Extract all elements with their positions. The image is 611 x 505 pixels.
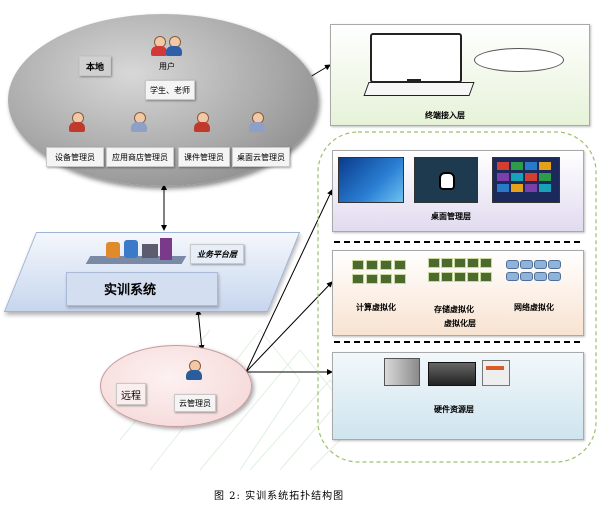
- monitor-icon: [370, 33, 462, 83]
- storage-virtualization-icon: [428, 258, 492, 290]
- compute-virtualization-icon: [352, 260, 412, 290]
- users-icon: [150, 36, 184, 60]
- server-stack-icon: [85, 238, 187, 268]
- storage-virtualization-label: 存储虚拟化: [434, 305, 474, 314]
- platform-layer-box: 业务平台层: [190, 244, 244, 264]
- separator-1: [334, 241, 580, 243]
- monitor-stand: [407, 79, 421, 84]
- students-box: 学生、老师: [145, 80, 195, 100]
- training-system-label: 实训系统: [104, 283, 157, 298]
- separator-2: [334, 341, 580, 343]
- remote-cluster-ellipse: [100, 345, 252, 427]
- remote-label: 远程: [121, 390, 141, 402]
- network-hub-icon: [474, 48, 564, 72]
- figure-caption: 图 2: 实训系统拓扑结构图: [214, 491, 345, 502]
- desktop-layer-label: 桌面管理层: [431, 212, 471, 221]
- admin-appstore-box: 应用商店管理员: [106, 147, 174, 167]
- admin-desktopcloud-box: 桌面云管理员: [232, 147, 290, 167]
- compute-virtualization-label: 计算虚拟化: [356, 303, 396, 312]
- admin-appstore-label: 应用商店管理员: [112, 152, 168, 162]
- admin-device-label: 设备管理员: [55, 152, 95, 162]
- terminal-layer-label: 终端接入层: [425, 111, 465, 120]
- keyboard-icon: [363, 82, 475, 96]
- storage-array-stripe: [486, 366, 504, 370]
- cloud-admin-box: 云管理员: [174, 394, 216, 412]
- blade-server-icon: [428, 362, 476, 386]
- local-label-box: 本地: [79, 56, 111, 76]
- cloud-admin-icon: [185, 360, 203, 380]
- admin-device-icon: [68, 112, 86, 132]
- students-label: 学生、老师: [150, 85, 190, 95]
- linux-penguin-icon: [439, 172, 455, 190]
- desktop-screen-vista: [338, 157, 404, 203]
- training-system-front: [66, 272, 218, 306]
- user-label: 用户: [159, 62, 175, 71]
- network-virtualization-icon: [506, 260, 562, 290]
- admin-courseware-icon: [193, 112, 211, 132]
- network-virtualization-label: 网络虚拟化: [514, 303, 554, 312]
- admin-desktopcloud-label: 桌面云管理员: [237, 152, 285, 162]
- cloud-admin-label: 云管理员: [179, 398, 211, 408]
- virtualization-layer-label: 虚拟化层: [444, 319, 476, 328]
- hardware-layer-label: 硬件资源层: [434, 405, 474, 414]
- admin-desktopcloud-icon: [248, 112, 266, 132]
- remote-label-box: 远程: [116, 383, 146, 405]
- admin-appstore-icon: [130, 112, 148, 132]
- local-label: 本地: [85, 62, 104, 73]
- platform-layer-label: 业务平台层: [197, 249, 237, 259]
- admin-courseware-box: 课件管理员: [178, 147, 230, 167]
- storage-array-icon: [482, 360, 510, 386]
- admin-device-body: [69, 122, 85, 132]
- rack-server-icon: [384, 358, 420, 386]
- admin-courseware-label: 课件管理员: [184, 152, 224, 162]
- admin-device-box: 设备管理员: [46, 147, 104, 167]
- metro-tiles: [497, 162, 553, 196]
